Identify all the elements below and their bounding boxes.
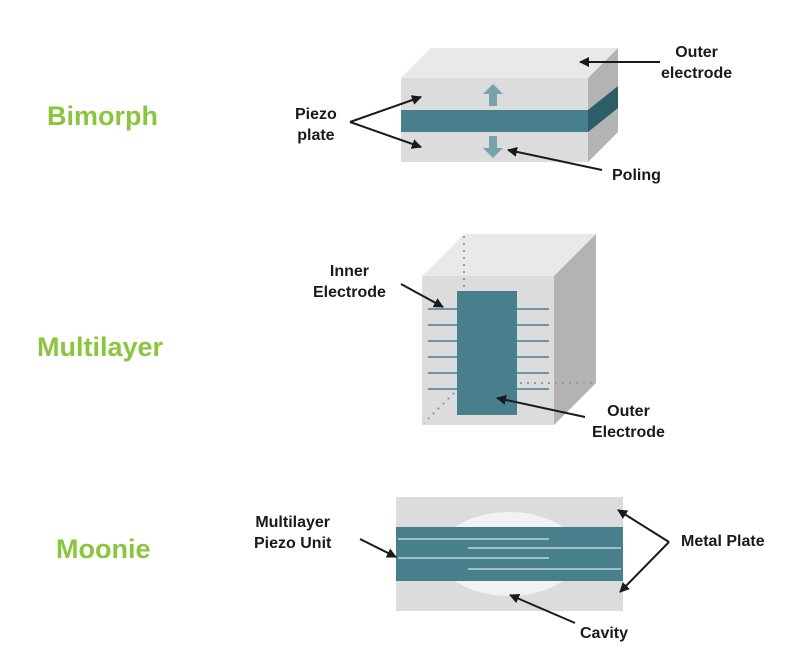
poling-down-arrow xyxy=(483,136,503,158)
multilayer-side-face xyxy=(554,234,596,425)
metal-plate-pointer-top xyxy=(617,509,670,543)
bimorph-title: Bimorph xyxy=(47,101,158,131)
piezo-plate-pointer-bottom xyxy=(349,121,422,149)
moonie-inner-electrode-lines xyxy=(398,538,621,570)
piezo-unit-pointer xyxy=(359,538,397,558)
multilayer-outer-electrode-pointer xyxy=(496,395,586,418)
inner-electrode-pointer xyxy=(400,283,444,308)
multilayer-outer-electrode-block xyxy=(457,291,517,415)
metal-plate-pointer-bottom xyxy=(619,541,670,593)
multilayer-outer-electrode-label: Outer Electrode xyxy=(592,403,665,441)
poling-label: Poling xyxy=(612,167,661,184)
moonie-multilayer-piezo-unit xyxy=(396,527,623,581)
cavity-pointer xyxy=(509,593,576,624)
bimorph-figure xyxy=(349,48,660,171)
piezo-plate-label: Piezo plate xyxy=(295,106,337,144)
moonie-title: Moonie xyxy=(56,534,151,564)
piezo-plate-pointer-top xyxy=(349,95,422,123)
bimorph-top-face xyxy=(401,48,618,78)
poling-pointer xyxy=(507,146,603,171)
multilayer-piezo-unit-label: Multilayer Piezo Unit xyxy=(254,514,332,552)
inner-electrode-label: Inner Electrode xyxy=(313,263,386,301)
hidden-edge-diagonal xyxy=(423,382,465,424)
moonie-figure xyxy=(359,497,670,624)
cavity-label: Cavity xyxy=(580,625,629,642)
poling-up-arrow xyxy=(483,84,503,106)
bimorph-teal-layer xyxy=(401,110,588,132)
multilayer-figure xyxy=(400,234,596,425)
metal-plate-label: Metal Plate xyxy=(681,533,765,550)
multilayer-title: Multilayer xyxy=(37,332,164,362)
bimorph-side-teal-band xyxy=(588,86,618,132)
outer-electrode-label: Outer electrode xyxy=(661,44,733,82)
multilayer-top-face xyxy=(422,234,596,276)
